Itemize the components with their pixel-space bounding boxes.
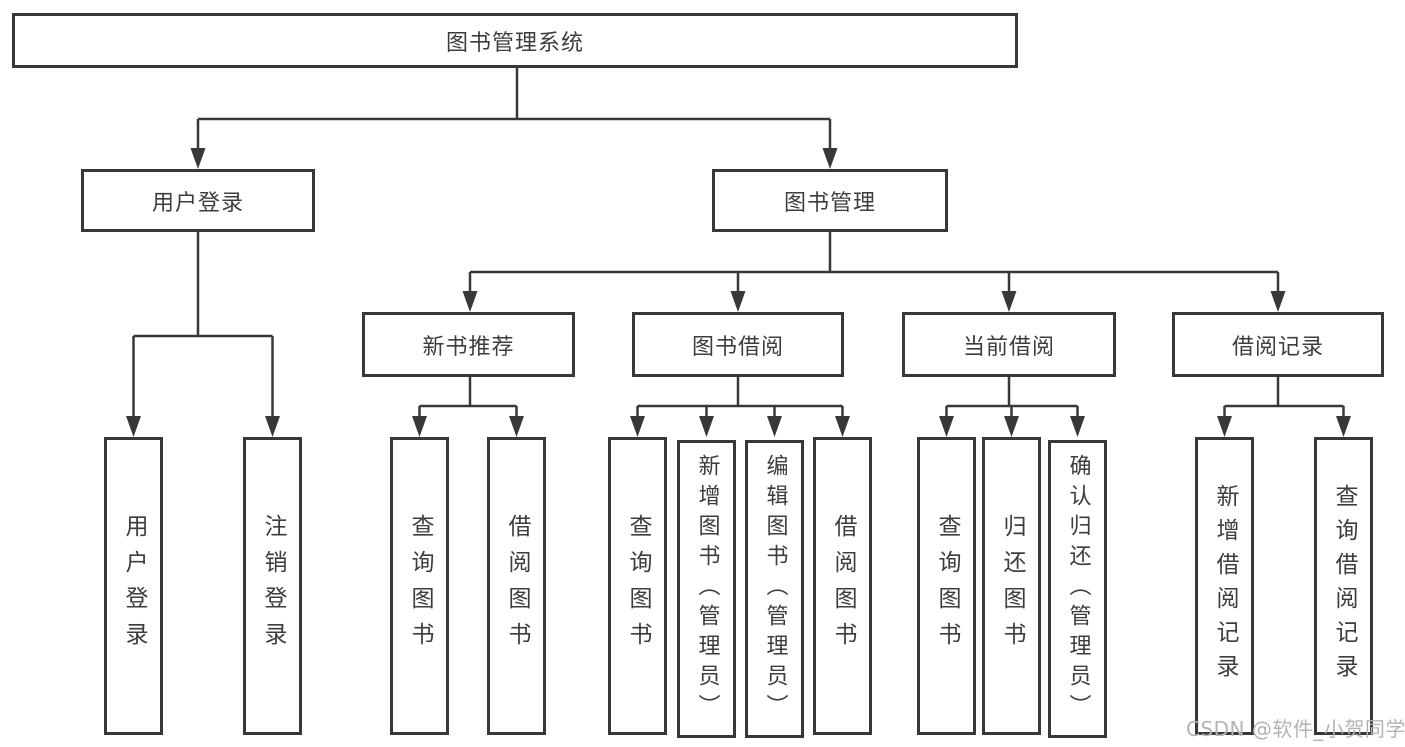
- node-label: 确认归还（管理员）: [1065, 454, 1091, 724]
- node-label: 图书管理系统: [445, 30, 584, 56]
- tree-edges: [132, 68, 1345, 421]
- node-label: 查询图书: [625, 514, 651, 658]
- node-label: 归还图书: [999, 514, 1025, 658]
- leaf-query-books-borrow: 查询图书: [608, 437, 667, 735]
- leaf-confirm-return-admin: 确认归还（管理员）: [1048, 440, 1107, 738]
- leaf-return-books: 归还图书: [982, 437, 1041, 735]
- node-label: 查询图书: [934, 514, 960, 658]
- node-new-book-recommend: 新书推荐: [362, 312, 575, 377]
- node-label: 注销登录: [260, 514, 286, 658]
- node-borrow-records: 借阅记录: [1172, 312, 1384, 377]
- node-label: 当前借阅: [962, 334, 1055, 360]
- node-book-management: 图书管理: [712, 169, 948, 232]
- node-label: 用户登录: [121, 514, 147, 658]
- node-library-management-system: 图书管理系统: [12, 13, 1018, 68]
- node-label: 新增借阅记录: [1212, 484, 1238, 688]
- leaf-borrow-books: 借阅图书: [813, 437, 872, 735]
- leaf-query-borrow-record: 查询借阅记录: [1314, 437, 1373, 735]
- leaf-add-book-admin: 新增图书（管理员）: [677, 440, 736, 738]
- leaf-borrow-books-recommend: 借阅图书: [487, 437, 546, 735]
- node-label: 新书推荐: [422, 334, 515, 360]
- node-user-login: 用户登录: [81, 169, 315, 232]
- node-label: 编辑图书（管理员）: [762, 454, 788, 724]
- leaf-query-books-recommend: 查询图书: [390, 437, 449, 735]
- node-book-borrow: 图书借阅: [632, 312, 844, 377]
- node-label: 借阅图书: [504, 514, 530, 658]
- node-label: 查询借阅记录: [1331, 484, 1357, 688]
- node-label: 图书借阅: [691, 334, 784, 360]
- node-label: 借阅记录: [1231, 334, 1324, 360]
- leaf-user-login: 用户登录: [104, 437, 163, 735]
- leaf-query-books-current: 查询图书: [917, 437, 976, 735]
- csdn-watermark: CSDN @软件_小贺同学: [1186, 717, 1405, 741]
- leaf-add-borrow-record: 新增借阅记录: [1195, 437, 1254, 735]
- node-label: 新增图书（管理员）: [694, 454, 720, 724]
- leaf-edit-book-admin: 编辑图书（管理员）: [745, 440, 804, 738]
- node-label: 图书管理: [783, 190, 876, 216]
- node-current-borrow: 当前借阅: [902, 312, 1116, 377]
- node-label: 用户登录: [151, 190, 244, 216]
- node-label: 查询图书: [407, 514, 433, 658]
- leaf-logout: 注销登录: [243, 437, 302, 735]
- arrowheads: [126, 148, 1351, 437]
- node-label: 借阅图书: [830, 514, 856, 658]
